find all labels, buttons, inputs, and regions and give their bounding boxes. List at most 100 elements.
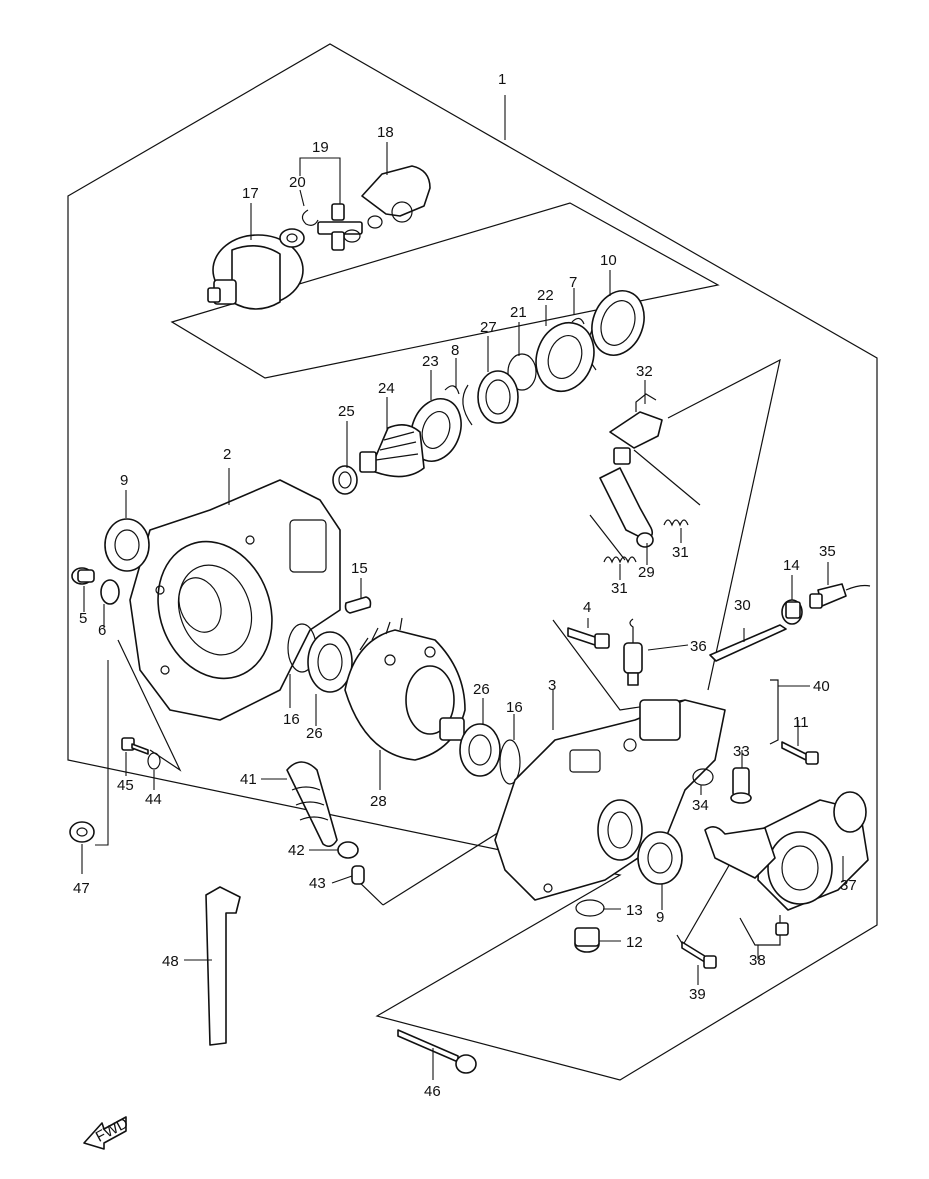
spring-31-left[interactable] [603, 556, 637, 564]
flange-yoke-part[interactable] [207, 228, 305, 310]
label-14: 14 [783, 557, 800, 574]
label-2: 2 [223, 446, 231, 463]
label-31-left: 31 [611, 580, 628, 597]
label-20: 20 [289, 174, 306, 191]
drain-plug-5[interactable] [71, 567, 95, 585]
switch-36[interactable] [623, 618, 643, 686]
bolt-11[interactable] [781, 741, 819, 765]
label-10: 10 [600, 252, 617, 269]
label-16-right: 16 [506, 699, 523, 716]
shift-fork-group-outline [667, 358, 781, 691]
nut-47[interactable] [69, 821, 95, 843]
label-41: 41 [240, 771, 257, 788]
fwd-label: FWD [93, 1115, 131, 1146]
label-34: 34 [692, 797, 709, 814]
actuator-motor-37[interactable] [757, 791, 869, 911]
label-12: 12 [626, 934, 643, 951]
label-26-left: 26 [306, 725, 323, 742]
label-39: 39 [689, 986, 706, 1003]
side-bearing-26-right[interactable] [459, 723, 501, 777]
shift-fork-29[interactable] [599, 467, 654, 548]
part-number-labels: 1 2 3 4 5 6 7 8 9 9 10 11 12 13 14 15 16… [73, 71, 857, 1100]
spacer-21[interactable] [507, 353, 537, 391]
bearing-23[interactable] [403, 392, 470, 469]
outline-segment [633, 449, 701, 506]
shim-8[interactable] [444, 385, 460, 395]
sensor-33[interactable] [730, 767, 752, 804]
label-4: 4 [583, 599, 591, 616]
label-37: 37 [840, 877, 857, 894]
needle-bearing-25[interactable] [332, 465, 358, 495]
pinion-group-outline [170, 202, 720, 379]
outline-segment [676, 854, 736, 947]
label-31-right: 31 [672, 544, 689, 561]
differential-carrier-case-2[interactable] [129, 479, 341, 721]
label-25: 25 [338, 403, 355, 420]
o-ring-34[interactable] [692, 768, 714, 786]
label-9-right: 9 [656, 909, 664, 926]
forward-direction-arrow: FWD [83, 1115, 131, 1150]
long-bolt-46[interactable] [397, 1029, 477, 1074]
label-5: 5 [79, 610, 87, 627]
bracket-38[interactable] [704, 826, 776, 879]
differential-carrier-case-3[interactable] [494, 699, 726, 901]
seal-14[interactable] [781, 599, 803, 625]
gasket-6[interactable] [100, 579, 120, 605]
slip-yoke[interactable] [361, 165, 431, 229]
label-27: 27 [480, 319, 497, 336]
shift-rod-30[interactable] [709, 624, 787, 662]
snap-ring-clip[interactable] [301, 209, 319, 226]
label-47: 47 [73, 880, 90, 897]
bolt-39[interactable] [681, 941, 717, 969]
bracket-40[interactable] [769, 679, 779, 745]
sensor-35[interactable] [809, 583, 871, 609]
breather-hose-41[interactable] [286, 761, 338, 848]
label-29: 29 [638, 564, 655, 581]
label-18: 18 [377, 124, 394, 141]
label-33: 33 [733, 743, 750, 760]
bolt-38b[interactable] [775, 922, 789, 936]
universal-joint-cross[interactable] [317, 203, 363, 251]
label-3: 3 [548, 677, 556, 694]
label-45: 45 [117, 777, 134, 794]
label-15: 15 [351, 560, 368, 577]
oil-seal-9-left[interactable] [104, 518, 150, 572]
leader-lines [81, 95, 844, 1080]
dowel-pin-15[interactable] [344, 596, 372, 614]
bolt-45[interactable] [121, 737, 149, 755]
label-24: 24 [378, 380, 395, 397]
label-1: 1 [498, 71, 506, 88]
shim[interactable] [462, 384, 473, 426]
hose-clamp-42[interactable] [337, 841, 359, 859]
side-bearing-26-left[interactable] [307, 631, 353, 693]
shim-16-right[interactable] [499, 739, 521, 785]
assembly-outline [67, 43, 878, 1081]
label-11: 11 [793, 714, 809, 731]
outline-segment [589, 514, 626, 561]
bolt-4[interactable] [567, 627, 610, 649]
snap-ring-7[interactable] [571, 317, 585, 325]
spring-31-right[interactable] [663, 519, 689, 527]
filler-plug-12[interactable] [574, 927, 600, 953]
label-46: 46 [424, 1083, 441, 1100]
label-17: 17 [242, 185, 259, 202]
label-23: 23 [422, 353, 439, 370]
label-9-left: 9 [120, 472, 128, 489]
gasket-13[interactable] [575, 899, 605, 917]
label-48: 48 [162, 953, 179, 970]
differential-case-ring-gear[interactable] [344, 617, 466, 761]
label-36: 36 [690, 638, 707, 655]
cable-tie-48[interactable] [205, 886, 241, 1046]
label-35: 35 [819, 543, 836, 560]
oil-seal-10[interactable] [583, 283, 653, 362]
bearing-22[interactable] [527, 315, 604, 400]
washer-44[interactable] [147, 752, 161, 770]
drive-pinion-gear-24[interactable] [359, 424, 425, 478]
spacer-27[interactable] [477, 370, 519, 424]
breather-cap-43[interactable] [351, 865, 365, 885]
label-30: 30 [734, 597, 751, 614]
shift-fork-32[interactable] [609, 393, 663, 465]
oil-seal-9-right[interactable] [637, 831, 683, 885]
label-38: 38 [749, 952, 766, 969]
